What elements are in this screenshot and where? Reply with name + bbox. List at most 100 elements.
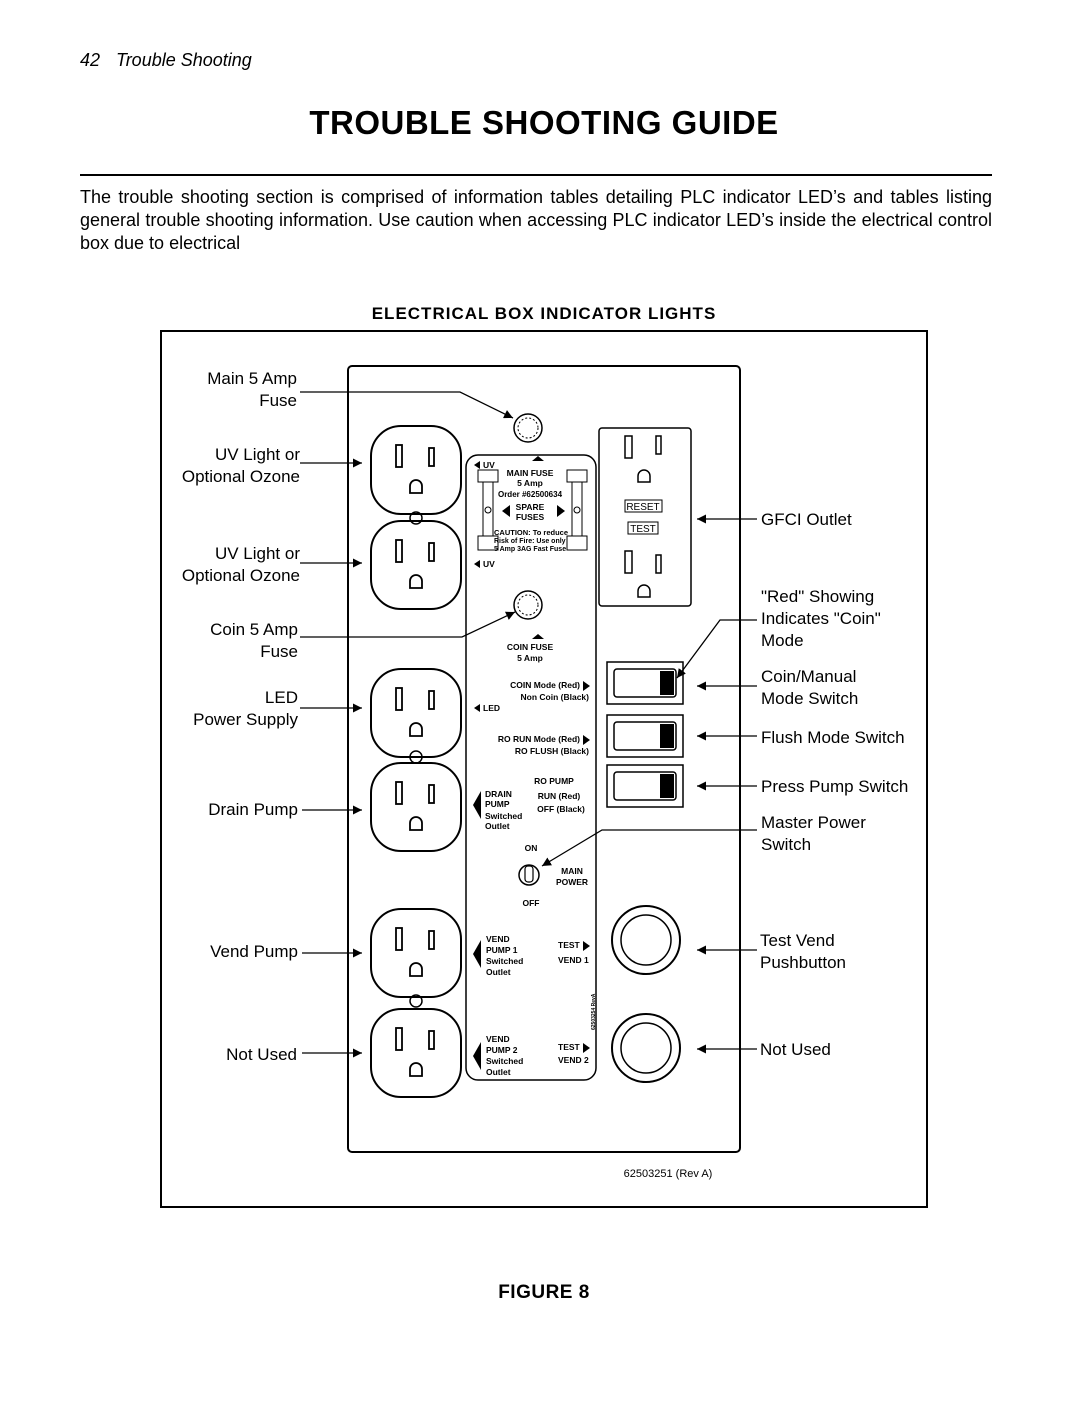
panel-spare-1: FUSES <box>516 512 545 522</box>
panel-vend2-0: VEND <box>486 1034 510 1044</box>
label-uv2-0: UV Light or <box>215 544 300 563</box>
panel-main-power-0: MAIN <box>561 866 583 876</box>
label-coin-fuse-0: Coin 5 Amp <box>210 620 298 639</box>
unused-pushbutton <box>611 1013 681 1083</box>
figure-title: ELECTRICAL BOX INDICATOR LIGHTS <box>371 304 717 323</box>
outlets-group <box>370 425 462 1098</box>
box-outline <box>347 365 741 1153</box>
panel-test-vend1-1: VEND 1 <box>558 955 589 965</box>
panel-main-power-1: POWER <box>556 877 588 887</box>
label-uv1-0: UV Light or <box>215 445 300 464</box>
outlet-uv-2 <box>370 520 462 610</box>
panel-vend2-1: PUMP 2 <box>486 1045 518 1055</box>
outlet-led-power <box>370 668 462 758</box>
gfci-test-label: TEST <box>630 524 656 535</box>
label-red-2: Mode <box>761 631 804 650</box>
panel-coin-mode-1: Non Coin (Black) <box>521 692 590 702</box>
label-vend: Vend Pump <box>210 942 298 961</box>
panel-main-fuse-0: MAIN FUSE <box>507 468 554 478</box>
part-number: 62503251 (Rev A) <box>624 1168 713 1180</box>
outlet-drain-pump <box>370 762 462 852</box>
gfci-reset-label: RESET <box>626 502 659 513</box>
mounting-screw <box>409 750 423 764</box>
label-red-1: Indicates "Coin" <box>761 609 881 628</box>
outlet-vend-pump <box>370 908 462 998</box>
label-drain: Drain Pump <box>208 800 298 819</box>
indicator-panel <box>465 454 597 1081</box>
panel-test-vend2-1: VEND 2 <box>558 1055 589 1065</box>
panel-test-vend2-0: TEST <box>558 1042 581 1052</box>
panel-drain-3: Outlet <box>485 821 510 831</box>
press-pump-switch <box>606 764 684 808</box>
coin-manual-switch <box>606 661 684 705</box>
panel-vend1-0: VEND <box>486 934 510 944</box>
label-led-1: Power Supply <box>193 710 298 729</box>
panel-text: UV MAIN FUSE 5 Amp Order #62500634 SPARE… <box>483 460 597 1077</box>
test-vend-pushbutton <box>611 905 681 975</box>
panel-caution-0: CAUTION: To reduce <box>494 528 568 537</box>
panel-main-fuse-1: 5 Amp <box>517 478 543 488</box>
panel-ro-run-0: RO RUN Mode (Red) <box>498 734 580 744</box>
panel-ro-run-1: RO FLUSH (Black) <box>515 746 589 756</box>
flush-mode-switch <box>606 714 684 758</box>
label-flush: Flush Mode Switch <box>761 728 905 747</box>
spare-fuses-graphic <box>477 469 588 551</box>
panel-caution-2: 5 Amp 3AG Fast Fuse <box>494 546 566 553</box>
mounting-screw <box>409 994 423 1008</box>
figure-frame <box>160 330 928 1208</box>
label-uv1-1: Optional Ozone <box>182 467 300 486</box>
mounting-screw <box>409 511 423 525</box>
title-rule <box>80 174 992 176</box>
panel-drain-1: PUMP <box>485 799 510 809</box>
label-uv2-1: Optional Ozone <box>182 566 300 585</box>
label-press: Press Pump Switch <box>761 777 908 796</box>
panel-vend1-1: PUMP 1 <box>486 945 518 955</box>
panel-coin-fuse-1: 5 Amp <box>517 653 543 663</box>
left-callouts <box>300 391 516 1058</box>
panel-vend1-2: Switched <box>486 956 523 966</box>
gfci-outlet <box>598 427 692 607</box>
panel-main-fuse-2: Order #62500634 <box>498 490 563 499</box>
label-test-vend-0: Test Vend <box>760 931 835 950</box>
label-main-fuse-1: Fuse <box>259 391 297 410</box>
panel-side-code: 62503254 RevA <box>591 993 597 1030</box>
panel-uv-bottom: UV <box>483 559 495 569</box>
panel-drain-2: Switched <box>485 811 522 821</box>
outlet-not-used <box>370 1008 462 1098</box>
label-not-used-left: Not Used <box>226 1045 297 1064</box>
label-master-1: Switch <box>761 835 811 854</box>
label-red-0: "Red" Showing <box>761 587 874 606</box>
panel-ro-pump-1: RUN (Red) <box>538 791 581 801</box>
label-coin-manual-0: Coin/Manual <box>761 667 856 686</box>
panel-uv-top: UV <box>483 460 495 470</box>
label-coin-manual-1: Mode Switch <box>761 689 858 708</box>
panel-spare-0: SPARE <box>516 502 545 512</box>
coin-fuse-holder <box>513 590 543 620</box>
panel-triangles <box>473 456 590 1070</box>
panel-test-vend1-0: TEST <box>558 940 581 950</box>
panel-led: LED <box>483 703 500 713</box>
label-not-used-right: Not Used <box>760 1040 831 1059</box>
figure-caption: FIGURE 8 <box>498 1282 590 1303</box>
page-title: TROUBLE SHOOTING GUIDE <box>309 104 779 141</box>
panel-drain-0: DRAIN <box>485 789 512 799</box>
panel-ro-pump-0: RO PUMP <box>534 776 574 786</box>
label-led-0: LED <box>265 688 298 707</box>
label-main-fuse-0: Main 5 Amp <box>207 369 297 388</box>
right-callouts <box>541 514 757 1054</box>
panel-ro-pump-2: OFF (Black) <box>537 804 585 814</box>
panel-vend2-3: Outlet <box>486 1067 511 1077</box>
master-power-toggle <box>518 864 540 886</box>
page-number: 42 <box>80 50 101 70</box>
panel-off: OFF <box>523 898 540 908</box>
panel-coin-mode-0: COIN Mode (Red) <box>510 680 580 690</box>
label-gfci: GFCI Outlet <box>761 510 852 529</box>
panel-on: ON <box>525 843 538 853</box>
outlet-uv-1 <box>370 425 462 515</box>
main-fuse-holder <box>513 413 543 443</box>
label-test-vend-1: Pushbutton <box>760 953 846 972</box>
panel-coin-fuse-0: COIN FUSE <box>507 642 554 652</box>
intro-paragraph: The trouble shooting section is comprise… <box>80 187 992 253</box>
